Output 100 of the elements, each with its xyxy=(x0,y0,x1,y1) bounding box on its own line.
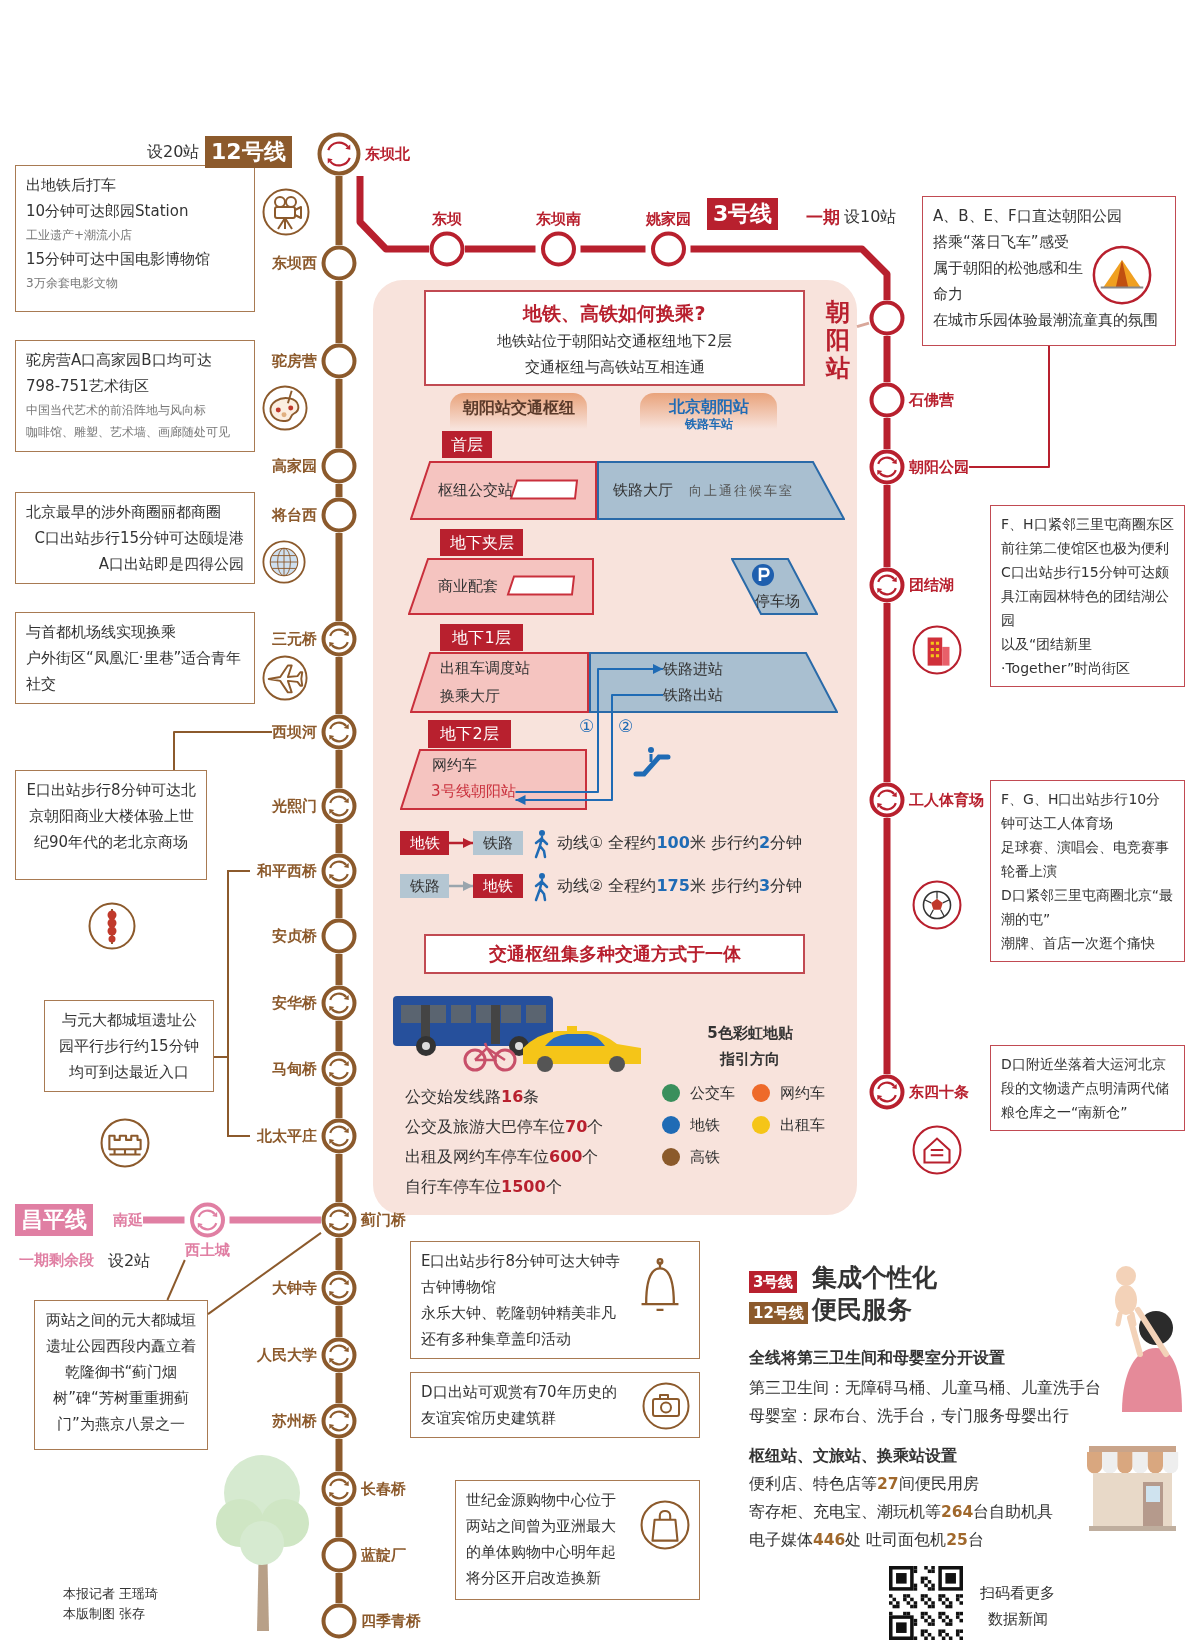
service-heading: 便民服务 xyxy=(812,1294,912,1326)
info-box xyxy=(34,1300,208,1450)
area-name: 停车场 xyxy=(755,591,800,611)
arrow xyxy=(514,664,664,793)
heading-box xyxy=(424,934,805,974)
arrow xyxy=(514,694,664,805)
mode-name: 铁路 xyxy=(482,833,514,854)
info-text: 两站之间的元大都城垣遗址公园西段内矗立着乾隆御书“蓟门烟树”碑“芳树重重拥蓟门”为燕京八景之一 xyxy=(45,1310,197,1435)
floor-plate xyxy=(410,652,589,713)
area-name: 网约车 xyxy=(432,755,477,775)
info-box xyxy=(990,1045,1185,1131)
info-box xyxy=(15,612,255,704)
station-name: 蓟门桥 xyxy=(361,1210,406,1230)
service-heading: 集成个性化 xyxy=(812,1262,937,1294)
floor-name: 首层 xyxy=(450,434,484,456)
info-box xyxy=(15,340,255,452)
note-text: 设2站 xyxy=(108,1250,151,1272)
station-name: 东坝南 xyxy=(535,209,581,229)
floor-plate xyxy=(410,461,597,520)
area-name: 出租车调度站 xyxy=(440,658,530,678)
service-text: 第三卫生间：无障碍马桶、儿童马桶、儿童洗手台 xyxy=(749,1378,1101,1399)
leader-line xyxy=(173,731,273,771)
info-text: 世纪金源购物中心位于两站之间曾为亚洲最大的单体购物中心明年起将分区开启改造换新 xyxy=(466,1490,617,1589)
info-box xyxy=(15,770,207,880)
header-text: 朝阳站交通枢纽 xyxy=(461,397,576,419)
info-text: D口附近坐落着大运河北京段的文物遗产点明清两代储粮仓库之一“南新仓” xyxy=(1001,1055,1170,1122)
station-name: 朝阳公园 xyxy=(909,457,969,477)
floor-plate xyxy=(400,749,587,810)
leader-line xyxy=(166,1259,186,1301)
stat-text: 出租及网约车停车位600个 xyxy=(405,1146,599,1168)
mode-chip xyxy=(473,874,523,898)
legend-text: 高铁 xyxy=(690,1147,720,1167)
column-header xyxy=(450,393,587,429)
station-name: 安华桥 xyxy=(272,993,317,1013)
area-name: 铁路出站 xyxy=(663,685,723,705)
station-name: 西土城 xyxy=(184,1240,230,1260)
mode-name: 地铁 xyxy=(482,876,514,897)
mode-chip xyxy=(400,831,449,855)
route-info: 动线① 全程约100米 步行约2分钟 xyxy=(557,832,803,854)
floor-plate xyxy=(589,652,838,713)
info-text: 驼房营A口高家园B口均可达798-751艺术街区 xyxy=(26,350,213,397)
floor-name: 地下夹层 xyxy=(448,532,515,554)
title-text: 交通枢纽与高铁站互相连通 xyxy=(523,357,706,378)
area-name: 铁路大厅 xyxy=(613,480,673,500)
area-name: 南延 xyxy=(113,1210,143,1230)
floor-tag xyxy=(440,624,523,651)
info-text: 咖啡馆、雕塑、艺术墙、画廊随处可见 xyxy=(26,424,231,441)
legend-text: 公交车 xyxy=(690,1083,735,1103)
header-text: 铁路车站 xyxy=(683,417,734,431)
line-name: 12号线 xyxy=(211,138,286,166)
station-name: 蓝靛厂 xyxy=(361,1545,406,1565)
info-box xyxy=(990,505,1185,687)
station-name: 高家园 xyxy=(272,456,317,476)
service-text: 寄存柜、充电宝、潮玩机等264台自助机具 xyxy=(749,1502,1054,1523)
line-name: 3号线 xyxy=(753,1272,794,1293)
line-badge xyxy=(205,136,292,168)
title-heading: 地铁、高铁如何换乘? xyxy=(521,301,707,326)
info-box xyxy=(15,492,255,584)
station-name: 西坝河 xyxy=(272,722,317,742)
area-name: 商业配套 xyxy=(438,576,498,596)
info-text: 永乐大钟、乾隆朝钟精美非凡 xyxy=(421,1303,617,1324)
legend-text: 网约车 xyxy=(780,1083,825,1103)
mode-chip xyxy=(473,831,523,855)
info-text: 与元大都城垣遗址公园平行步行约15分钟均可到达最近入口 xyxy=(58,1010,200,1083)
info-text: D口紧邻三里屯商圈北京“最潮的屯” xyxy=(1001,886,1174,929)
station-name: 团结湖 xyxy=(909,575,954,595)
area-name: 枢纽公交站 xyxy=(438,480,513,500)
station-name: 驼房营 xyxy=(272,351,317,371)
floor-plate xyxy=(408,558,594,615)
info-text: F、H口紧邻三里屯商圈东区前往第二使馆区也极为便利 xyxy=(1001,515,1174,558)
station-name: 工人体育场 xyxy=(909,790,984,810)
info-box xyxy=(455,1480,700,1600)
arrow xyxy=(449,838,473,848)
info-text: 15分钟可达中国电影博物馆 xyxy=(26,249,212,270)
info-text: 北京最早的涉外商圈丽都商圈 xyxy=(26,502,222,523)
station-name: 北太平庄 xyxy=(257,1126,317,1146)
legend-text: 出租车 xyxy=(780,1115,825,1135)
arrow xyxy=(449,881,473,891)
legend-text: 地铁 xyxy=(690,1115,720,1135)
station-name: 石佛营 xyxy=(909,390,954,410)
line-name: 3号线 xyxy=(713,200,773,228)
floor-tag xyxy=(442,431,492,458)
info-text: 户外街区“凤凰汇·里巷”适合青年社交 xyxy=(26,648,243,695)
section-heading: 全线将第三卫生间和母婴室分开设置 xyxy=(749,1347,1005,1369)
floor-name: 地下1层 xyxy=(451,627,512,649)
info-text: 潮牌、首店一次逛个痛快 xyxy=(1001,934,1156,953)
station-name: 姚家园 xyxy=(645,209,691,229)
panel-title: 朝阳站 xyxy=(825,298,851,382)
stat-text: 公交及旅游大巴停车位70个 xyxy=(405,1116,604,1138)
floor-tag xyxy=(428,720,511,748)
info-text: 足球赛、演唱会、电竞赛事轮番上演 xyxy=(1001,838,1170,881)
credit-text: 本报记者 王瑶琦 xyxy=(63,1585,159,1603)
info-text: 在城市乐园体验最潮流童真的氛围 xyxy=(933,310,1159,331)
line-name: 昌平线 xyxy=(21,1206,87,1234)
station-name: 人民大学 xyxy=(257,1345,317,1365)
service-text: 便利店、特色店等27间便民用房 xyxy=(749,1474,979,1495)
info-box xyxy=(410,1241,700,1359)
leader-line xyxy=(968,345,1050,468)
title-box xyxy=(424,290,805,386)
info-text: 搭乘“落日飞车”感受属于朝阳的松弛感和生命力 xyxy=(933,232,1083,305)
